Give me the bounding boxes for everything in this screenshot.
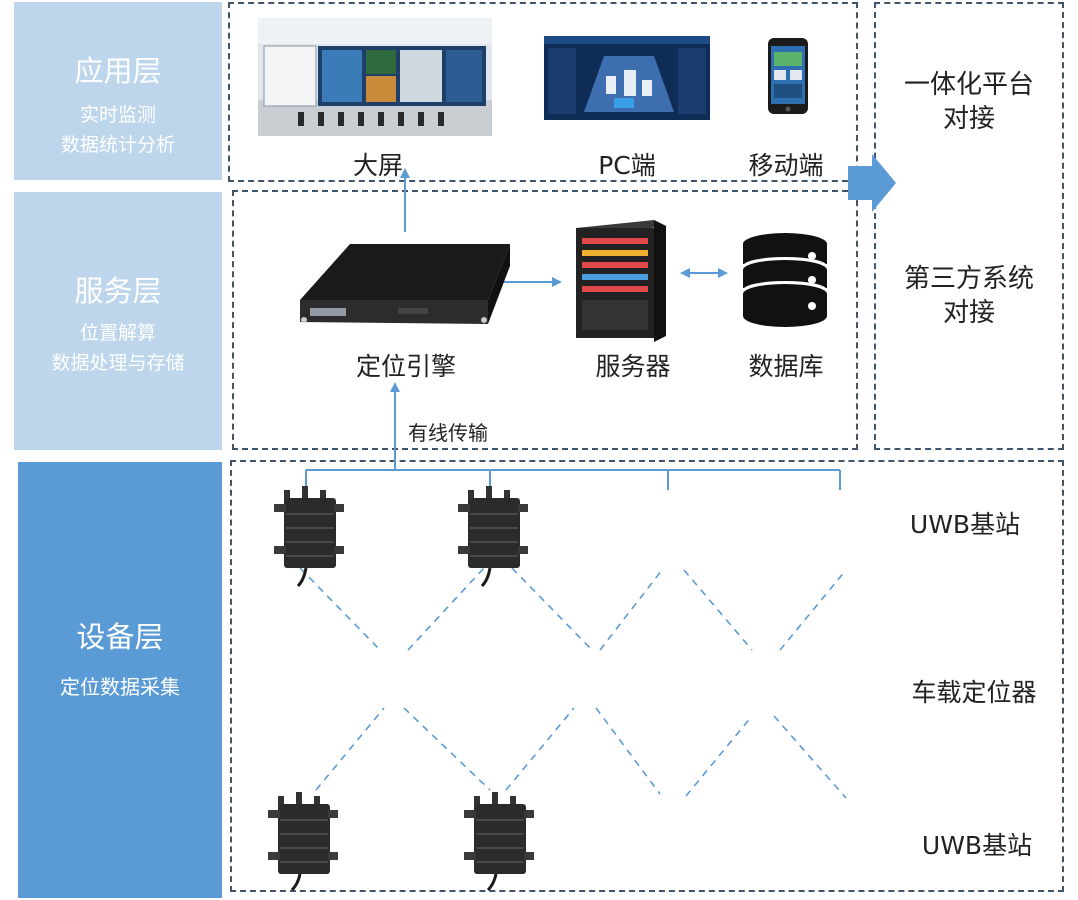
pc-label: PC端 xyxy=(598,151,656,180)
third-party-text-1: 第三方系统 xyxy=(903,264,1034,294)
application-layer-subtitle-1: 实时监测 xyxy=(79,104,156,126)
uwb-station-icon xyxy=(458,486,528,588)
device-layer-band: 设备层 定位数据采集 xyxy=(18,462,222,898)
device-layer-title: 设备层 xyxy=(76,620,164,654)
service-layer-band: 服务层 位置解算 数据处理与存储 xyxy=(14,192,222,450)
uwb-station-icon xyxy=(274,486,344,588)
big-screen-icon xyxy=(258,18,492,136)
database-label: 数据库 xyxy=(748,352,824,381)
wired-bus xyxy=(305,469,841,490)
mobile-label: 移动端 xyxy=(748,151,824,180)
database-icon xyxy=(743,233,827,327)
uwb-station-bottom-label: UWB基站 xyxy=(921,831,1033,860)
wired-transfer-label: 有线传输 xyxy=(408,421,488,445)
service-layer-title: 服务层 xyxy=(74,274,162,308)
application-layer-subtitle-2: 数据统计分析 xyxy=(60,134,175,156)
big-screen-label: 大屏 xyxy=(352,151,403,180)
uwb-station-icon xyxy=(464,792,534,892)
integration-region xyxy=(874,2,1064,450)
device-layer-subtitle-1: 定位数据采集 xyxy=(60,675,180,699)
engine-label: 定位引擎 xyxy=(355,352,456,381)
application-region xyxy=(228,2,858,182)
application-layer-band: 应用层 实时监测 数据统计分析 xyxy=(14,2,222,180)
device-region xyxy=(230,460,1064,892)
locating-engine-icon xyxy=(300,244,510,324)
service-layer-subtitle-2: 数据处理与存储 xyxy=(51,352,185,374)
uwb-station-icon xyxy=(268,792,338,892)
server-icon xyxy=(576,220,666,342)
third-party-text-2: 对接 xyxy=(942,298,995,328)
application-layer-title: 应用层 xyxy=(74,54,162,88)
pc-screen-icon xyxy=(544,36,710,120)
signal-lines xyxy=(299,567,847,799)
uwb-station-top-label: UWB基站 xyxy=(909,510,1021,539)
service-region xyxy=(232,190,858,450)
mobile-phone-icon xyxy=(768,38,808,114)
service-layer-subtitle-1: 位置解算 xyxy=(79,322,156,344)
platform-integration-arrow xyxy=(848,154,896,212)
server-label: 服务器 xyxy=(595,352,671,381)
platform-integration-text-2: 对接 xyxy=(942,104,995,134)
vehicle-locator-label: 车载定位器 xyxy=(911,678,1037,707)
platform-integration-text-1: 一体化平台 xyxy=(903,70,1034,100)
